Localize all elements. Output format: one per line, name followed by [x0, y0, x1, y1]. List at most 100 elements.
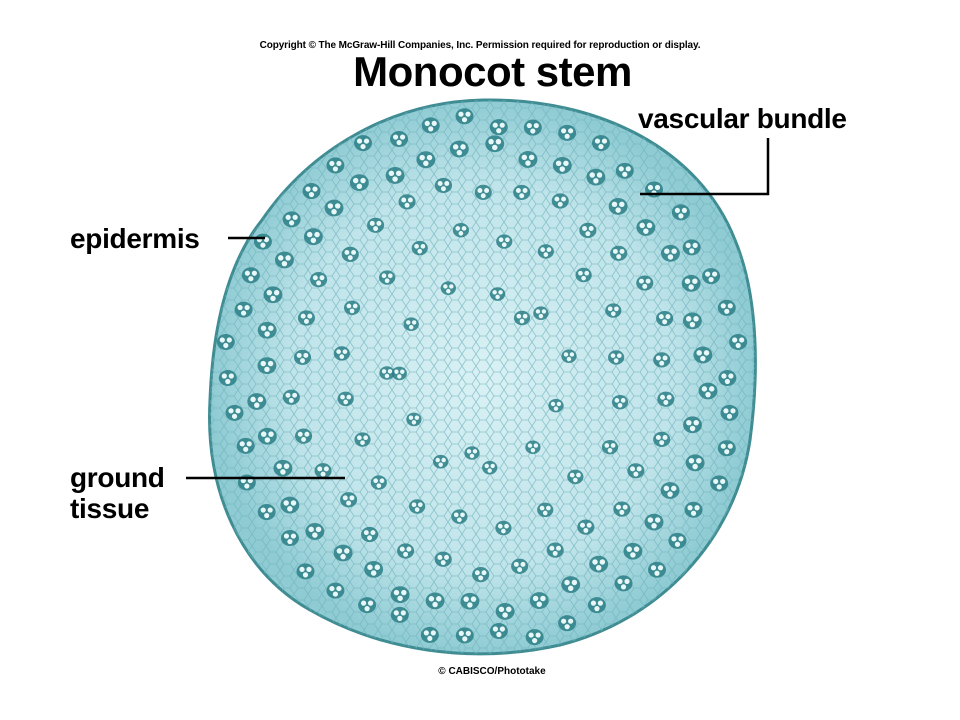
page-title: Monocot stem: [353, 48, 632, 95]
vascular-bundle: [552, 157, 572, 174]
vascular-bundle: [575, 267, 592, 283]
vascular-bundle: [361, 526, 379, 543]
vascular-bundle: [656, 310, 674, 327]
vascular-bundle: [636, 275, 654, 291]
vascular-bundle: [326, 157, 345, 174]
vascular-bundle: [644, 513, 664, 531]
vascular-bundle: [586, 168, 606, 186]
vascular-bundle: [525, 629, 544, 646]
vascular-bundle: [296, 563, 315, 580]
vascular-bundle: [561, 576, 581, 593]
vascular-bundle: [303, 228, 323, 246]
vascular-bundle: [297, 310, 316, 326]
vascular-bundle: [341, 246, 359, 262]
photo-credit: © CABISCO/Phototake: [438, 666, 546, 677]
vascular-bundle: [717, 440, 736, 457]
vascular-bundle: [537, 244, 554, 259]
vascular-bundle: [623, 542, 643, 560]
vascular-bundle: [358, 597, 377, 614]
vascular-bundle: [546, 542, 564, 558]
vascular-bundle: [391, 366, 407, 381]
vascular-bundle: [340, 492, 358, 508]
vascular-bundle: [433, 454, 449, 469]
vascular-bundle: [280, 496, 300, 514]
vascular-bundle: [720, 404, 739, 421]
vascular-bundle: [587, 597, 606, 614]
vascular-bundle: [657, 391, 675, 407]
vascular-bundle-label: vascular bundle: [638, 103, 847, 134]
vascular-bundle: [610, 245, 628, 261]
ground-tissue-label-line2: tissue: [70, 493, 150, 524]
vascular-bundle: [326, 582, 345, 599]
vascular-bundle: [474, 184, 492, 201]
vascular-bundle: [282, 389, 300, 405]
vascular-bundle: [420, 626, 439, 643]
vascular-bundle: [370, 475, 387, 490]
vascular-bundle: [489, 623, 508, 640]
vascular-bundle: [257, 357, 277, 375]
vascular-bundle: [496, 234, 513, 249]
vascular-bundle: [681, 274, 701, 292]
ground-tissue-label: ground tissue: [70, 462, 165, 524]
vascular-bundle: [558, 124, 577, 141]
vascular-bundle: [660, 482, 680, 499]
vascular-bundle: [305, 523, 325, 540]
vascular-bundles: [216, 108, 748, 646]
vascular-bundle: [333, 544, 353, 562]
vascular-bundle: [398, 194, 416, 210]
vascular-bundle: [337, 391, 354, 407]
vascular-bundle-leader: [640, 138, 770, 196]
vascular-bundle: [472, 566, 490, 583]
vascular-bundle: [684, 501, 703, 518]
vascular-bundle: [614, 575, 633, 592]
epidermis-label: epidermis: [70, 223, 200, 254]
vascular-bundle: [682, 312, 702, 330]
vascular-bundle: [314, 463, 332, 479]
vascular-bundle: [464, 446, 480, 460]
vascular-bundle: [302, 183, 321, 200]
vascular-bundle: [257, 321, 277, 339]
vascular-bundle: [225, 404, 244, 421]
vascular-bundle: [611, 394, 629, 410]
vascular-bundle: [702, 268, 721, 285]
vascular-bundle: [273, 459, 293, 477]
vascular-bundle: [495, 520, 512, 536]
vascular-bundle: [218, 370, 237, 386]
vascular-bundle: [489, 287, 506, 301]
vascular-bundle: [601, 440, 619, 455]
vascular-bundle: [451, 509, 468, 524]
vascular-bundle: [455, 627, 474, 644]
vascular-bundle: [682, 239, 701, 256]
vascular-bundle: [274, 251, 294, 269]
vascular-bundle: [613, 501, 631, 517]
vascular-bundle: [324, 199, 344, 217]
vascular-bundle: [425, 592, 445, 610]
vascular-bundle: [485, 135, 505, 153]
vascular-bundle: [434, 177, 453, 194]
vascular-bundle: [354, 432, 371, 447]
vascular-bundle: [668, 532, 687, 549]
vascular-bundle: [489, 119, 508, 136]
vascular-bundle: [648, 561, 667, 578]
vascular-bundle: [653, 431, 671, 447]
vascular-bundle: [385, 167, 405, 184]
vascular-bundle: [627, 463, 645, 479]
vascular-bundle: [523, 119, 542, 136]
vascular-bundle: [257, 427, 277, 445]
vascular-bundle: [295, 428, 313, 444]
vascular-bundle: [615, 162, 634, 179]
vascular-bundle: [693, 346, 713, 364]
vascular-bundle: [636, 219, 656, 236]
vascular-bundle: [247, 393, 267, 410]
vascular-bundle: [280, 530, 299, 547]
vascular-bundle: [416, 151, 436, 169]
vascular-bundle: [605, 303, 622, 318]
vascular-bundle: [343, 300, 361, 315]
vascular-bundle: [729, 333, 748, 350]
vascular-bundle: [434, 551, 452, 567]
vascular-bundle: [234, 301, 253, 318]
vascular-bundle: [257, 504, 276, 521]
vascular-bundle: [698, 382, 718, 400]
vascular-bundle: [403, 317, 419, 331]
